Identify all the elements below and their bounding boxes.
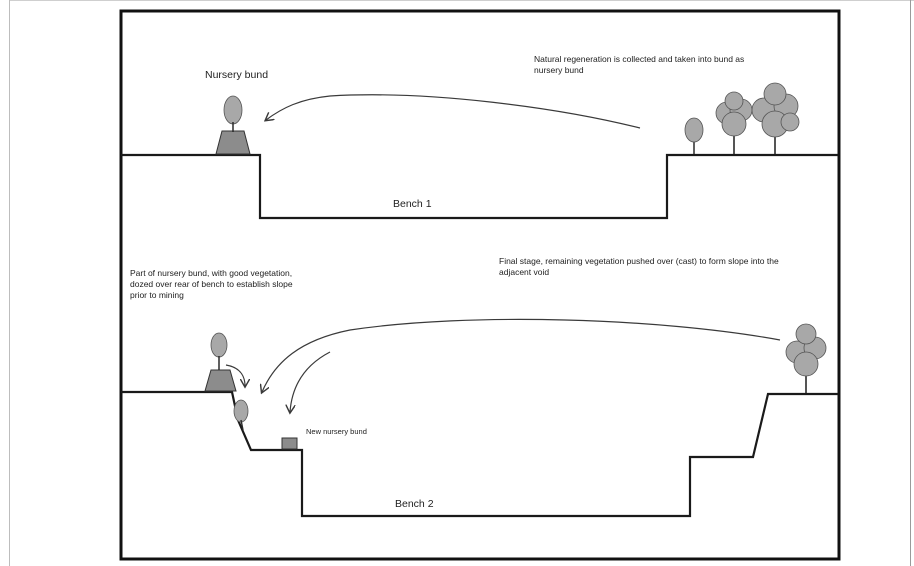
- page-left-rule: [9, 0, 10, 566]
- top-panel: Nursery bund Natural regeneration is col…: [121, 54, 838, 220]
- right-note-box: Final stage, remaining vegetation pushed…: [499, 256, 779, 277]
- old-bund-mound: [204, 332, 237, 392]
- new-bund-label: New nursery bund: [306, 427, 367, 436]
- tree-icon: [684, 117, 704, 154]
- sapling-icon: [210, 332, 228, 358]
- bottom-panel: Part of nursery bund, with good vegetati…: [121, 256, 838, 518]
- new-bund-mound: [281, 437, 298, 450]
- tree-group-top: [684, 82, 800, 154]
- bench-2-label: Bench 2: [395, 498, 434, 510]
- tree-icon: [751, 82, 800, 154]
- tree-icon: [785, 323, 827, 393]
- tree-icon: [715, 91, 753, 154]
- nursery-bund-label: Nursery bund: [205, 69, 268, 81]
- bench-1-profile: [121, 153, 838, 220]
- page-right-rule: [910, 0, 911, 566]
- right-note-label: Final stage, remaining vegetation pushed…: [499, 256, 779, 277]
- new-bund-arrow: [290, 351, 331, 412]
- sapling-icon: [233, 399, 249, 423]
- sapling-icon: [223, 95, 243, 125]
- bench-1-label: Bench 1: [393, 198, 432, 210]
- nursery-bund-mound: [215, 95, 251, 155]
- top-note-label: Natural regeneration is collected and ta…: [534, 54, 745, 75]
- doze-arrow: [225, 364, 245, 386]
- bench-2-profile: [121, 390, 838, 518]
- left-note-box: Part of nursery bund, with good vegetati…: [130, 268, 293, 300]
- transfer-arrow-bottom: [262, 318, 781, 392]
- page-top-rule: [9, 0, 914, 1]
- slope-sapling: [233, 399, 249, 431]
- transfer-arrow-top: [266, 94, 641, 129]
- diagram-frame: [119, 9, 841, 561]
- top-note-box: Natural regeneration is collected and ta…: [534, 54, 745, 75]
- left-note-label: Part of nursery bund, with good vegetati…: [130, 268, 293, 300]
